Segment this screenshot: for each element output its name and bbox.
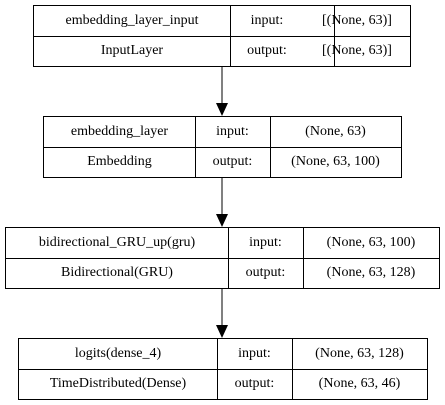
column-divider bbox=[230, 6, 231, 66]
layer-type: InputLayer bbox=[100, 43, 164, 58]
input-shape: [(None, 63)] bbox=[322, 13, 392, 28]
layer-node-embedding-layer: embedding_layer input: (None, 63) Embedd… bbox=[43, 116, 402, 178]
column-divider bbox=[195, 117, 196, 177]
layer-type: Embedding bbox=[87, 154, 152, 169]
layer-node-embedding-layer-input: embedding_layer_input input: [(None, 63)… bbox=[33, 5, 411, 67]
row-divider bbox=[44, 147, 401, 148]
output-shape: [(None, 63)] bbox=[322, 43, 392, 58]
column-divider bbox=[334, 6, 335, 66]
input-shape: (None, 63) bbox=[305, 124, 366, 139]
connection-arrow bbox=[216, 289, 228, 338]
column-divider bbox=[303, 228, 304, 288]
input-shape: (None, 63, 128) bbox=[315, 346, 404, 361]
output-label: output: bbox=[247, 43, 287, 58]
output-shape: (None, 63, 46) bbox=[318, 376, 401, 391]
input-label: input: bbox=[238, 346, 271, 361]
input-shape: (None, 63, 100) bbox=[326, 235, 416, 250]
connection-arrow bbox=[216, 67, 228, 116]
row-divider bbox=[34, 36, 410, 37]
column-divider bbox=[270, 117, 271, 177]
column-divider bbox=[217, 339, 218, 399]
input-label: input: bbox=[249, 235, 282, 250]
layer-type: Bidirectional(GRU) bbox=[61, 265, 173, 280]
column-divider bbox=[228, 228, 229, 288]
layer-name: embedding_layer bbox=[70, 124, 169, 139]
column-divider bbox=[292, 339, 293, 399]
output-label: output: bbox=[234, 376, 275, 391]
output-label: output: bbox=[212, 154, 253, 169]
layer-node-logits: logits(dense_4) input: (None, 63, 128) T… bbox=[18, 338, 428, 400]
layer-name: bidirectional_GRU_up(gru) bbox=[38, 235, 196, 250]
output-label: output: bbox=[245, 265, 286, 280]
layer-name: logits(dense_4) bbox=[74, 346, 162, 361]
layer-node-bidirectional-gru: bidirectional_GRU_up(gru) input: (None, … bbox=[5, 227, 440, 289]
input-label: input: bbox=[216, 124, 249, 139]
layer-name: embedding_layer_input bbox=[65, 13, 199, 28]
output-shape: (None, 63, 100) bbox=[291, 154, 380, 169]
row-divider bbox=[19, 369, 427, 370]
output-shape: (None, 63, 128) bbox=[326, 265, 416, 280]
layer-type: TimeDistributed(Dense) bbox=[49, 376, 187, 391]
row-divider bbox=[6, 258, 439, 259]
connection-arrow bbox=[216, 178, 228, 227]
input-label: input: bbox=[250, 13, 284, 28]
